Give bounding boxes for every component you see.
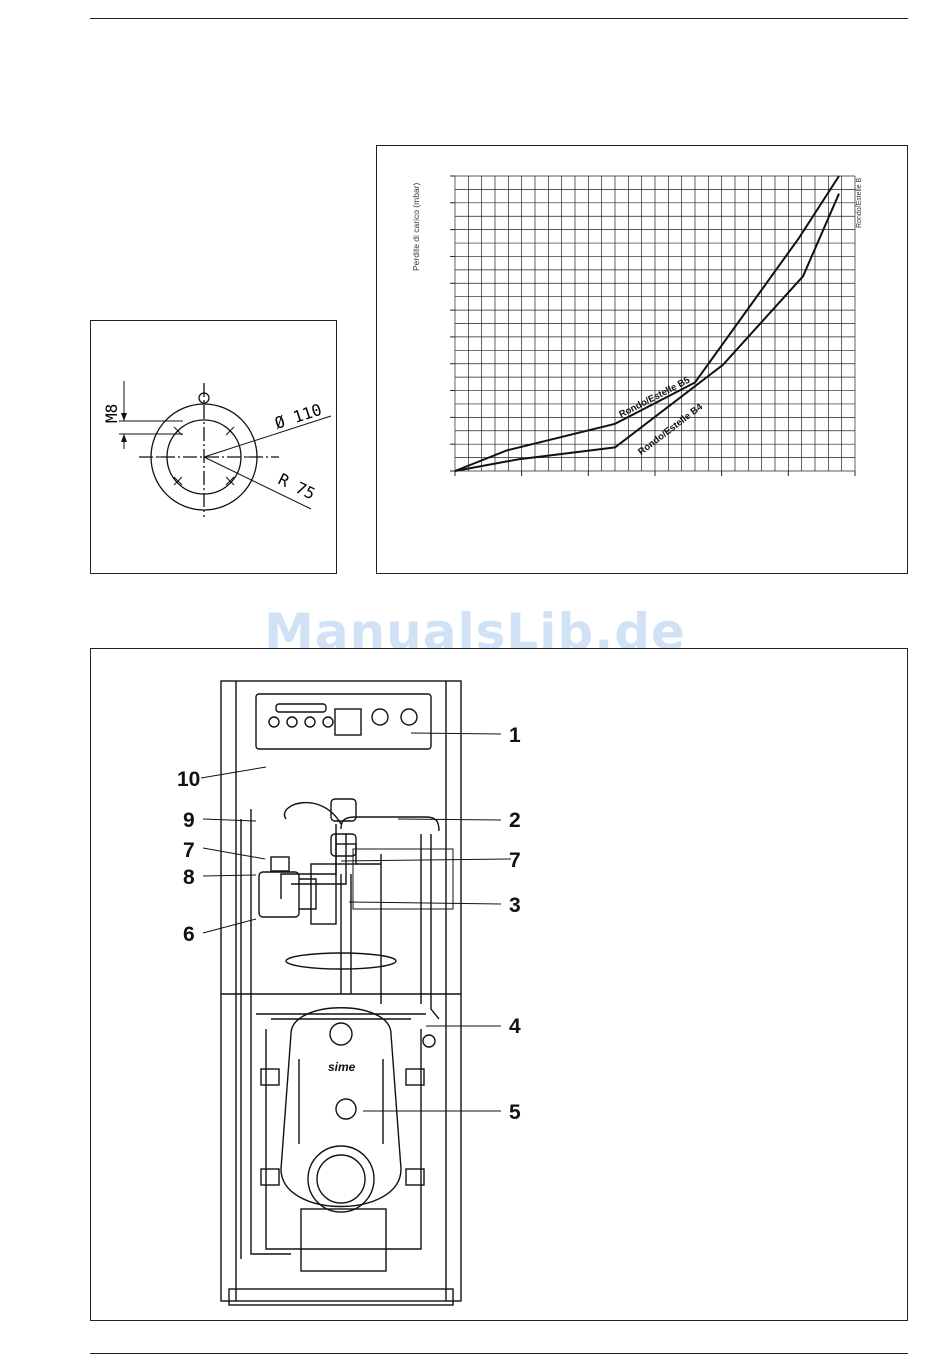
callout-4: 4 <box>509 1015 521 1038</box>
callout-7-left: 7 <box>183 839 195 862</box>
radius-label: R 75 <box>275 470 318 504</box>
callout-8: 8 <box>183 866 195 889</box>
callout-1: 1 <box>509 724 521 747</box>
top-rule <box>90 18 908 19</box>
boiler-diagram: sime 1 2 3 4 5 6 7 7 8 9 10 <box>91 649 907 1320</box>
chart-y-axis-label: Perdite di carico (mbar) <box>411 182 421 271</box>
burner-opening <box>308 1146 374 1212</box>
chart-side-label: Rondo/Estelle B <box>856 177 863 228</box>
pump <box>259 872 299 917</box>
diameter-label: Ø 110 <box>272 400 324 433</box>
callout-5: 5 <box>509 1101 521 1124</box>
control-panel <box>256 694 431 749</box>
bottom-rule <box>90 1353 908 1354</box>
brand-logo: sime <box>328 1060 356 1074</box>
series-line-1 <box>455 194 839 471</box>
callout-6: 6 <box>183 923 195 946</box>
bolt-size-label: M8 <box>102 404 121 423</box>
chart-grid <box>450 176 855 476</box>
flange-diagram-panel: M8 Ø 110 R 75 <box>90 320 337 574</box>
callout-2: 2 <box>509 809 521 832</box>
callout-3: 3 <box>509 894 521 917</box>
flange-diagram: M8 Ø 110 R 75 <box>91 321 336 573</box>
callout-7-right: 7 <box>509 849 521 872</box>
boiler-diagram-panel: sime 1 2 3 4 5 6 7 7 8 9 10 <box>90 648 908 1321</box>
callout-9: 9 <box>183 809 195 832</box>
callout-10: 10 <box>177 768 200 791</box>
